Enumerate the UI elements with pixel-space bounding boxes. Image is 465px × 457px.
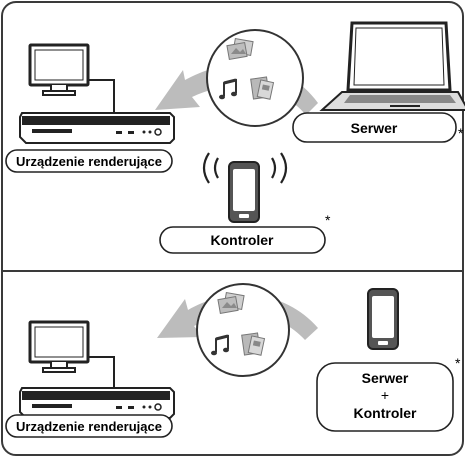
tv-icon (28, 320, 90, 374)
server-asterisk: * (458, 125, 464, 141)
server-label-box (292, 112, 457, 143)
server-controller-plus: + (381, 387, 389, 403)
server-controller-asterisk: * (455, 355, 461, 371)
server-controller-line1: Serwer (362, 370, 409, 386)
tv-icon (28, 43, 90, 97)
laptop-icon (319, 21, 465, 111)
blu-ray-player-icon (19, 112, 175, 144)
smartphone-icon (367, 288, 399, 350)
smartphone-icon (228, 161, 260, 223)
tv-cable (88, 356, 115, 388)
content-circle (196, 283, 290, 377)
panel-1: Urządzenie renderujące Serwer * Kontrole… (5, 21, 465, 254)
server-controller-label-box (316, 362, 454, 432)
controller-label-box (159, 226, 326, 254)
content-circle (206, 29, 304, 127)
server-controller-line2: Kontroler (354, 405, 418, 421)
blu-ray-player-icon (19, 387, 175, 419)
server-label: Serwer (351, 120, 398, 136)
renderer-label-box (5, 149, 173, 173)
tv-cable (88, 79, 115, 113)
renderer-label: Urządzenie renderujące (16, 419, 162, 434)
renderer-label: Urządzenie renderujące (16, 154, 162, 169)
wireless-signal-icon (202, 152, 288, 184)
panel-2: Urządzenie renderujące Serwer + Kontrole… (5, 283, 461, 438)
controller-asterisk: * (325, 212, 331, 228)
renderer-label-box (5, 414, 173, 438)
controller-label: Kontroler (211, 232, 275, 248)
